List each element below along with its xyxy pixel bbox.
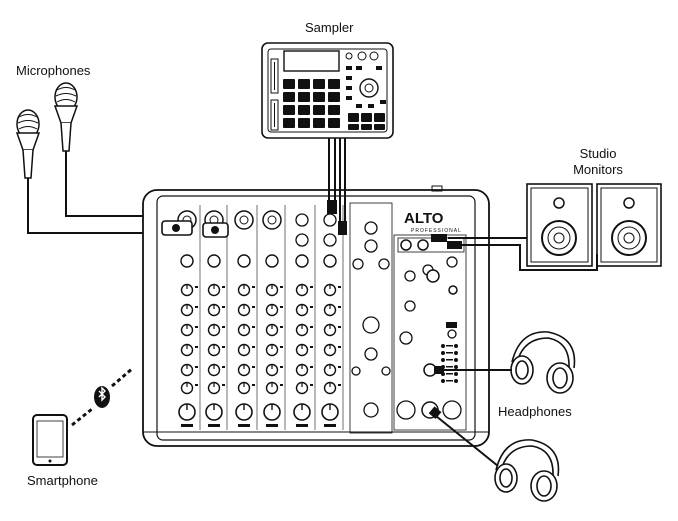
studio-monitor-left xyxy=(526,183,593,267)
sampler-label: Sampler xyxy=(305,20,354,35)
microphone-right xyxy=(53,82,79,163)
headphone-cables xyxy=(435,369,512,467)
monitor-cables xyxy=(448,237,598,271)
microphone-left xyxy=(15,109,41,190)
studio-monitor-right xyxy=(596,183,662,267)
mixer-sub-brand: PROFESSIONAL xyxy=(411,228,462,234)
smartphone-device xyxy=(32,414,68,466)
sampler-device xyxy=(261,42,394,139)
microphones-label: Microphones xyxy=(16,63,91,78)
sampler-plugs xyxy=(327,200,347,235)
headphones-bottom xyxy=(494,439,560,502)
bluetooth-signal xyxy=(71,366,134,427)
studio-monitors-label-line2: Monitors xyxy=(573,162,623,177)
bluetooth-icon xyxy=(94,386,110,408)
headphones-top xyxy=(510,331,576,394)
sampler-cables xyxy=(328,138,346,222)
studio-monitors-label-line1: Studio xyxy=(579,146,617,161)
mixer: ALTO PROFESSIONAL xyxy=(142,185,490,447)
smartphone-label: Smartphone xyxy=(27,473,98,488)
headphones-label: Headphones xyxy=(498,404,572,419)
mixer-brand: ALTO xyxy=(404,210,444,227)
mic-plugs xyxy=(161,220,229,238)
